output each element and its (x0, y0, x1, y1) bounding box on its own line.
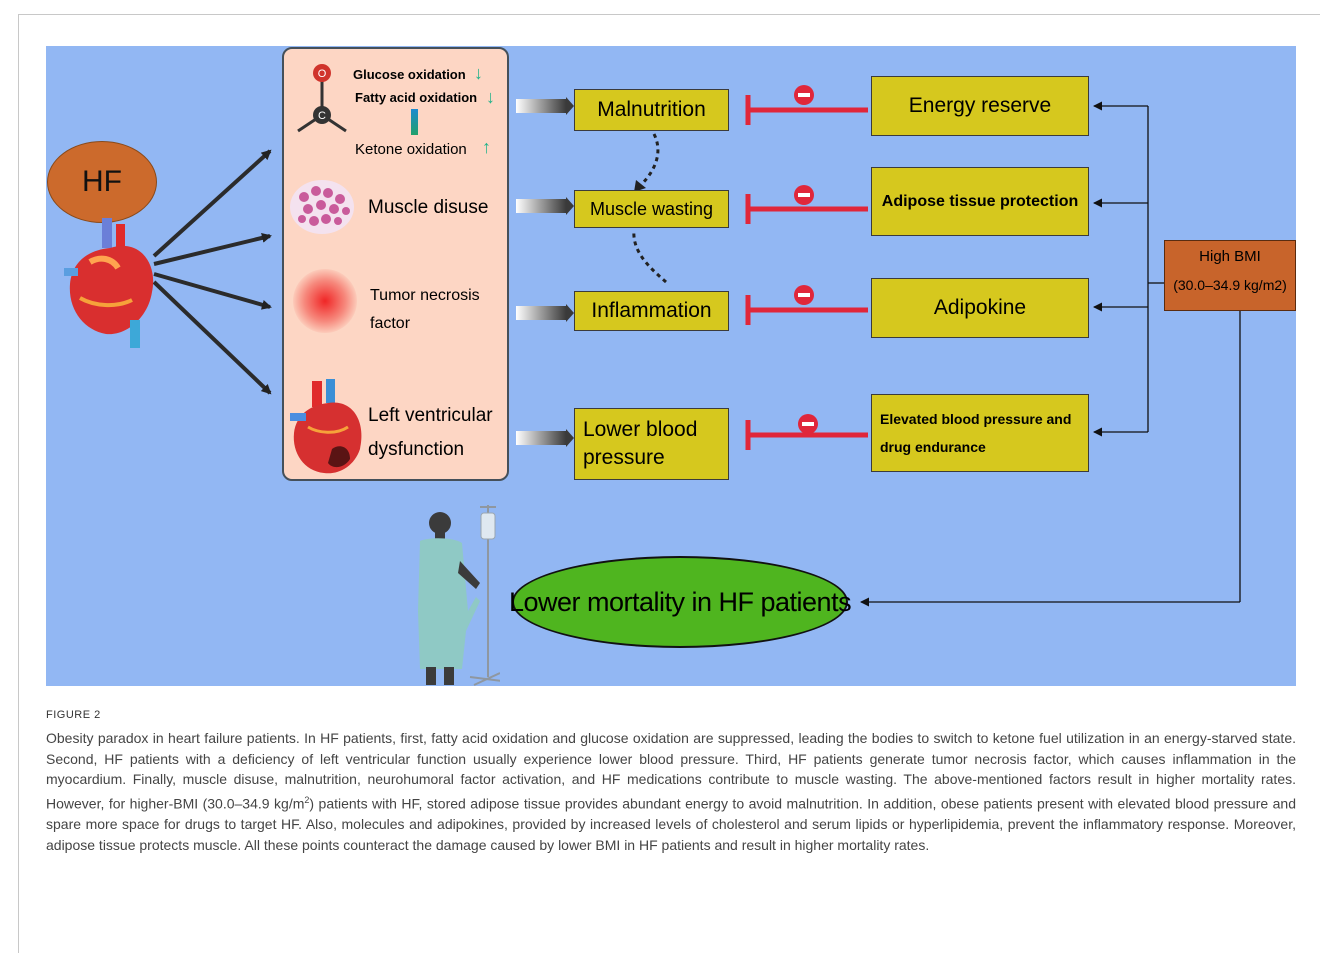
lower-mortality-oval: Lower mortality in HF patients (508, 556, 852, 648)
energy-reserve-label: Energy reserve (908, 94, 1052, 117)
lv-label-line2: dysfunction (368, 439, 465, 460)
adipokine-label: Adipokine (933, 296, 1027, 319)
ketone-bar-icon (411, 109, 418, 135)
high-bmi-range: (30.0–34.9 kg/m2) (1173, 277, 1287, 293)
figure-frame (18, 14, 1320, 953)
diagram-canvas: HF O C Glucose oxidation ↓ Fatty acid ox… (46, 46, 1296, 686)
down-arrow-icon: ↓ (486, 87, 495, 107)
lower-mortality-label: Lower mortality in HF patients (508, 586, 852, 617)
fatty-acid-oxidation-label: Fatty acid oxidation (355, 90, 478, 105)
tnf-label-line2: factor (370, 315, 411, 332)
adipose-protection-label: Adipose tissue protection (881, 192, 1079, 210)
adipose-protection-box: Adipose tissue protection (871, 167, 1089, 236)
glucose-oxidation-label: Glucose oxidation (353, 67, 466, 82)
lower-blood-pressure-box: Lower blood pressure (574, 408, 729, 480)
muscle-wasting-box: Muscle wasting (574, 190, 729, 228)
lbp-label-line2: pressure (583, 446, 665, 469)
carbonyl-molecule-icon: O C (297, 64, 347, 133)
lv-label-line1: Left ventricular (368, 405, 493, 426)
adipokine-box: Adipokine (871, 278, 1089, 338)
malnutrition-label: Malnutrition (597, 98, 706, 121)
energy-reserve-box: Energy reserve (871, 76, 1089, 136)
malnutrition-box: Malnutrition (574, 89, 729, 131)
high-bmi-box: High BMI (30.0–34.9 kg/m2) (1164, 240, 1296, 311)
inhibition-links (745, 85, 868, 450)
ketone-oxidation-label: Ketone oxidation (355, 141, 467, 158)
diagram-connectors (152, 85, 1241, 607)
lbp-label-line1: Lower blood (583, 418, 698, 441)
oxygen-atom-label: O (318, 68, 327, 80)
gradient-arrows (516, 97, 574, 447)
heart-icon (64, 218, 154, 348)
heart-anatomy-icon (290, 379, 362, 474)
hf-oval: HF (47, 141, 157, 223)
tnf-glow-icon (293, 269, 357, 333)
muscle-wasting-label: Muscle wasting (589, 198, 714, 219)
inflammation-label: Inflammation (591, 299, 712, 322)
tnf-label-line1: Tumor necrosis (370, 287, 480, 304)
caption-text-part2: ) patients with HF, stored adipose tissu… (46, 795, 1296, 853)
carbon-atom-label: C (318, 110, 326, 122)
down-arrow-icon: ↓ (474, 63, 483, 83)
mechanism-panel: O C Glucose oxidation ↓ Fatty acid oxida… (282, 47, 509, 481)
figure-label: FIGURE 2 (46, 709, 101, 721)
elevated-bp-label-line1: Elevated blood pressure and (880, 411, 1072, 427)
hf-fan-arrows (152, 149, 272, 395)
elevated-bp-label-line2: drug endurance (880, 439, 986, 455)
patient-iv-icon (418, 505, 500, 686)
caption-superscript: 2 (304, 794, 310, 805)
muscle-tissue-icon (290, 180, 354, 234)
high-bmi-title: High BMI (1199, 248, 1261, 265)
caption-text-part1: Obesity paradox in heart failure patient… (46, 730, 1296, 812)
bmi-connectors (860, 101, 1241, 607)
figure-caption: Obesity paradox in heart failure patient… (46, 728, 1296, 855)
up-arrow-icon: ↑ (482, 137, 491, 157)
inflammation-box: Inflammation (574, 291, 729, 331)
elevated-bp-box: Elevated blood pressure and drug enduran… (871, 394, 1089, 472)
muscle-disuse-label: Muscle disuse (368, 197, 489, 218)
hf-label: HF (82, 165, 122, 198)
dotted-arrows (632, 133, 667, 284)
